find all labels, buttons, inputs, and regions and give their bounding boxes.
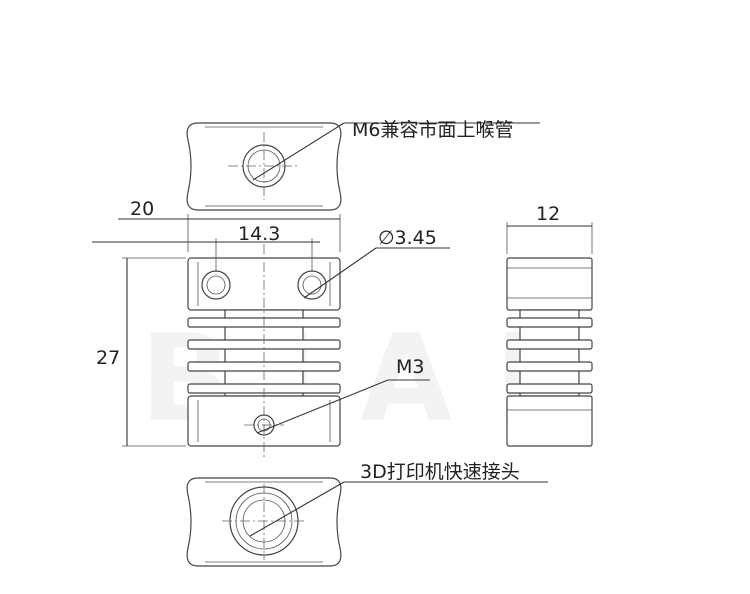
side-fin-2	[506, 339, 593, 350]
front-view: 20 14.3 27 ∅3.45 M3	[92, 198, 450, 460]
dim-side-label: 12	[536, 203, 560, 225]
dim-width-label: 20	[130, 198, 154, 220]
side-view: 12	[506, 203, 593, 447]
top-leader	[252, 122, 345, 181]
front-hole-right-inner	[302, 275, 322, 295]
front-hole-left-inner	[206, 275, 226, 295]
side-top-block	[506, 257, 593, 311]
front-hole-left-outer	[201, 270, 231, 300]
side-fin-3	[506, 361, 593, 372]
side-fin-4	[506, 383, 593, 394]
top-view: M6兼容市面上喉管	[186, 119, 540, 211]
side-bottom-block	[506, 395, 593, 447]
bottom-view: 3D打印机快速接头	[186, 461, 548, 567]
diameter-label: ∅3.45	[378, 227, 437, 249]
m3-label: M3	[396, 356, 424, 378]
bottom-view-edges	[205, 481, 323, 563]
dim-height-label: 27	[96, 347, 120, 369]
bottom-leader	[249, 481, 345, 537]
top-note-label: M6兼容市面上喉管	[352, 119, 513, 141]
dim-spacing-label: 14.3	[238, 223, 280, 245]
bottom-note-label: 3D打印机快速接头	[360, 461, 520, 483]
side-fin-1	[506, 317, 593, 328]
m3-leader	[256, 379, 389, 434]
diameter-leader	[303, 247, 377, 299]
top-view-edges	[205, 126, 323, 207]
